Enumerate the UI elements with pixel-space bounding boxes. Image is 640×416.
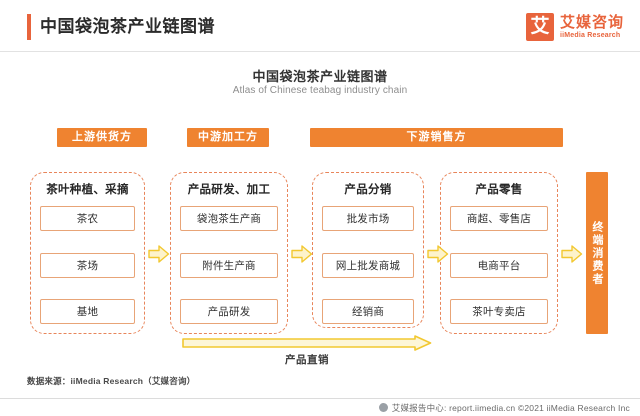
group-product-distribution: 产品分销 批发市场 网上批发商城 经销商	[312, 172, 424, 328]
list-item: 袋泡茶生产商	[180, 206, 278, 231]
group-tea-planting: 茶叶种植、采摘 茶农 茶场 基地	[30, 172, 145, 334]
group-product-rd-processing: 产品研发、加工 袋泡茶生产商 附件生产商 产品研发	[170, 172, 288, 334]
imedia-logo: 艾 艾媒咨询 iiMedia Research	[525, 12, 624, 42]
list-item: 经销商	[322, 299, 414, 324]
group-title: 产品分销	[344, 184, 392, 196]
list-item: 附件生产商	[180, 252, 278, 278]
direct-sales-label: 产品直销	[285, 354, 329, 366]
group-item-list: 批发市场 网上批发商城 经销商	[322, 206, 414, 324]
page-header: 中国袋泡茶产业链图谱 艾 艾媒咨询 iiMedia Research	[0, 0, 640, 52]
page-title: 中国袋泡茶产业链图谱	[40, 17, 215, 36]
logo-mark-icon: 艾	[525, 13, 554, 41]
group-title: 茶叶种植、采摘	[46, 184, 129, 196]
source-note: 数据来源：iiMedia Research（艾媒咨询）	[27, 376, 196, 386]
logo-text: 艾媒咨询 iiMedia Research	[559, 13, 624, 40]
group-item-list: 商超、零售店 电商平台 茶叶专卖店	[450, 206, 548, 324]
list-item: 基地	[40, 299, 135, 324]
header-divider	[0, 51, 640, 52]
stage-banner-downstream: 下游销售方	[310, 128, 563, 147]
list-item: 网上批发商城	[322, 252, 414, 278]
globe-icon	[378, 403, 388, 412]
list-item: 茶叶专卖店	[450, 299, 548, 324]
list-item: 商超、零售店	[450, 206, 548, 231]
list-item: 茶农	[40, 206, 135, 231]
group-item-list: 茶农 茶场 基地	[40, 206, 135, 324]
arrow-right-icon	[561, 245, 583, 263]
arrow-right-icon	[291, 245, 313, 263]
list-item: 产品研发	[180, 299, 278, 324]
terminal-consumer-bar: 终端消费者	[586, 172, 608, 334]
direct-sales-arrow-icon	[182, 335, 432, 351]
chart-subtitle: Atlas of Chinese teabag industry chain	[232, 85, 408, 96]
footer-bar: 艾媒报告中心: report.iimedia.cn ©2021 iiMedia …	[0, 398, 640, 416]
group-item-list: 袋泡茶生产商 附件生产商 产品研发	[180, 206, 278, 324]
header-accent-bar	[27, 14, 31, 40]
group-title: 产品零售	[475, 184, 523, 196]
arrow-right-icon	[427, 245, 449, 263]
stage-banner-upstream: 上游供货方	[57, 128, 147, 147]
chart-title: 中国袋泡茶产业链图谱	[252, 69, 388, 84]
logo-name-cn: 艾媒咨询	[559, 13, 624, 31]
list-item: 电商平台	[450, 252, 548, 278]
list-item: 批发市场	[322, 206, 414, 231]
group-product-retail: 产品零售 商超、零售店 电商平台 茶叶专卖店	[440, 172, 558, 334]
arrow-right-icon	[148, 245, 170, 263]
logo-name-en: iiMedia Research	[559, 31, 621, 39]
footer-text: 艾媒报告中心: report.iimedia.cn ©2021 iiMedia …	[391, 402, 630, 413]
stage-banner-midstream: 中游加工方	[187, 128, 269, 147]
list-item: 茶场	[40, 252, 135, 278]
group-title: 产品研发、加工	[187, 184, 271, 196]
terminal-consumer-label: 终端消费者	[591, 220, 603, 286]
